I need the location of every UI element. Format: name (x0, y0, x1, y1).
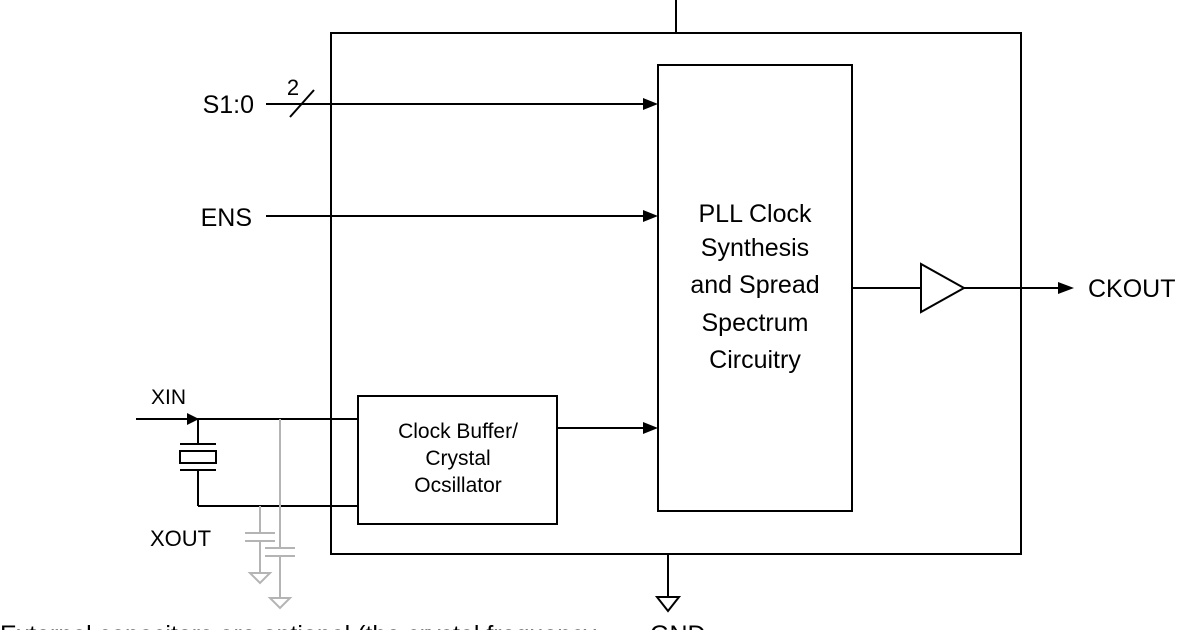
ground-icon (267, 597, 293, 610)
oscillator-label-line-1: Clock Buffer/ (398, 420, 518, 443)
arrow-icon (187, 413, 199, 425)
capacitor-icon (245, 506, 275, 573)
xout-pin-label: XOUT (150, 526, 211, 551)
arrow-icon (1058, 282, 1074, 294)
arrow-icon (643, 422, 658, 434)
oscillator-block (357, 395, 558, 525)
bus-width-label: 2 (287, 75, 299, 100)
ckout-pin-label: CKOUT (1088, 275, 1176, 303)
ground-icon (247, 572, 273, 585)
footer-gnd-label: GND (650, 621, 706, 630)
capacitor-icon (265, 419, 295, 598)
oscillator-label-line-2: Crystal (425, 447, 490, 470)
ground-icon (654, 596, 682, 613)
pll-label-line-3: and Spread (690, 271, 819, 299)
arrow-icon (643, 98, 658, 110)
footer-note-text: External capacitors are optional (the cr… (0, 621, 615, 630)
arrow-icon (643, 210, 658, 222)
pll-label-line-4: Spectrum (702, 309, 809, 337)
pll-label-line-5: Circuitry (709, 346, 801, 374)
crystal-icon (179, 419, 217, 506)
buffer-triangle-icon (920, 262, 967, 314)
pll-label-line-2: Synthesis (701, 234, 809, 262)
oscillator-label-line-3: Ocsillator (414, 474, 502, 497)
select-pin-label: S1:0 (203, 91, 254, 119)
pll-label-line-1: PLL Clock (698, 200, 812, 228)
enable-pin-label: ENS (201, 204, 252, 232)
xin-pin-label: XIN (151, 386, 186, 409)
bus-slash-icon (289, 89, 315, 118)
